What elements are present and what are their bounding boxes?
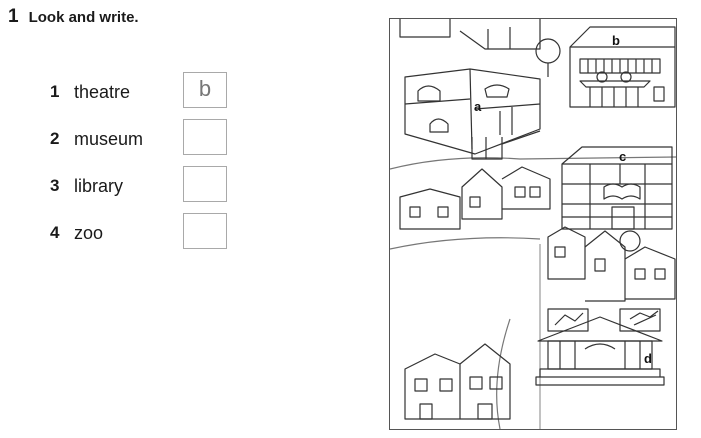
- item-word: theatre: [74, 82, 131, 102]
- exercise-instruction: Look and write.: [28, 9, 139, 26]
- town-drawing: a b c d: [390, 19, 676, 429]
- list-item: 4 zoo: [50, 213, 230, 251]
- answer-box[interactable]: [183, 119, 227, 155]
- item-word: museum: [74, 129, 144, 149]
- list-item: 1 theatre b: [50, 72, 230, 110]
- exercise-number: 1: [8, 6, 19, 27]
- label-c: c: [619, 149, 626, 164]
- item-number: 2: [50, 129, 60, 148]
- town-illustration: a b c d: [389, 18, 677, 430]
- label-b: b: [612, 33, 620, 48]
- item-number: 3: [50, 176, 60, 195]
- label-a: a: [474, 99, 482, 114]
- label-d: d: [644, 351, 652, 366]
- item-number: 1: [50, 82, 60, 101]
- item-word: zoo: [74, 223, 104, 243]
- item-word: library: [74, 176, 124, 196]
- answer-box[interactable]: b: [183, 72, 227, 108]
- list-item: 3 library: [50, 166, 230, 204]
- answer-box[interactable]: [183, 166, 227, 202]
- item-number: 4: [50, 223, 60, 242]
- list-item: 2 museum: [50, 119, 230, 157]
- exercise-heading: 1 Look and write.: [8, 6, 139, 28]
- answer-box[interactable]: [183, 213, 227, 249]
